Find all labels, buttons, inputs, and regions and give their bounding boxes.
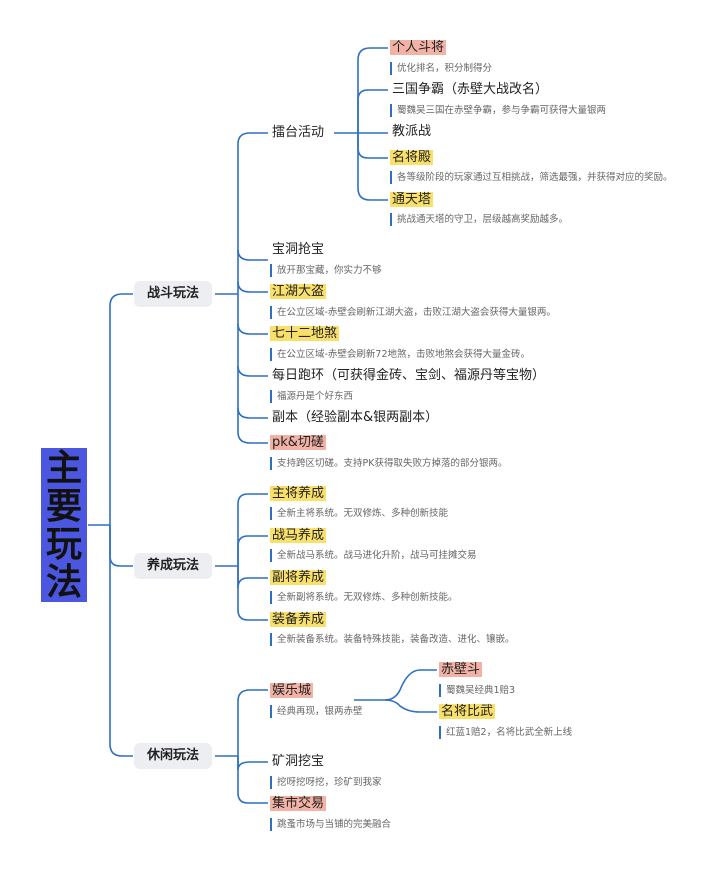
note-general-contest: 红蓝1赔2，名将比武全新上线 [439,726,572,739]
note-mine: 挖呀挖呀挖，珍矿到我家 [270,776,382,789]
root-char-4: 法 [45,561,82,603]
line-root-leisure [109,525,133,757]
note-market: 跳蚤市场与当铺的完美融合 [270,818,391,831]
node-bandit: 江湖大盗 [270,284,327,299]
node-mine: 矿洞挖宝 [272,754,325,769]
node-horse: 战马养成 [270,528,327,543]
root-char-2: 要 [45,485,82,527]
line-arena-bottom [357,133,388,201]
node-daily: 每日跑环（可获得金砖、宝剑、福源丹等宝物） [272,368,546,383]
node-treasure: 宝洞抢宝 [272,242,325,257]
node-general-contest: 名将比武 [439,704,496,719]
note-treasure: 放开那宝藏，你实力不够 [270,264,382,277]
category-develop: 养成玩法 [134,553,212,579]
node-fiend: 七十二地煞 [270,326,340,341]
note-general: 全新主将系统。无双修炼、多种创新技能 [270,507,448,520]
note-chibi-duel: 蜀魏吴经典1赔3 [439,684,515,697]
line-root-develop [109,525,133,567]
note-fiend: 在公立区域-赤壁会刷新72地煞，击败地煞会获得大量金砖。 [270,348,530,361]
note-horse: 全新战马系统。战马进化升阶，战马可挂摊交易 [270,549,477,562]
node-hall-of-fame: 名将殿 [390,150,434,165]
root-char-3: 玩 [45,523,82,565]
line-root-battle [109,293,133,525]
node-arena: 擂台活动 [272,125,325,140]
note-daily: 福源丹是个好东西 [270,390,353,403]
note-bandit: 在公立区域-赤壁会刷新江湖大盗，击败江湖大盗会获得大量银两。 [270,306,556,319]
root-char-1: 主 [45,447,82,489]
note-casino: 经典再现，银两赤壁 [270,705,363,718]
node-market: 集市交易 [270,796,327,811]
node-chibi-duel: 赤壁斗 [439,662,483,677]
note-equip: 全新装备系统。装备特殊技能，装备改造、进化、镶嵌。 [270,633,515,646]
note-sky-tower: 挑战通天塔的守卫，层级越高奖励越多。 [390,213,568,226]
node-equip: 装备养成 [270,612,327,627]
line-battle-pk [237,294,268,444]
node-vice: 副将养成 [270,570,327,585]
category-battle: 战斗玩法 [134,281,212,307]
node-casino: 娱乐城 [270,683,314,698]
node-personal-duel: 个人斗将 [390,40,447,55]
node-pk: pk&切磋 [270,435,326,450]
category-leisure: 休闲玩法 [134,743,212,769]
node-dungeon: 副本（经验副本&银两副本） [272,410,439,425]
note-pk: 支持跨区切磋。支持PK获得取失败方掉落的部分银两。 [270,457,507,470]
node-sky-tower: 通天塔 [390,192,434,207]
note-three-kingdoms: 蜀魏吴三国在赤壁争霸，参与争霸可获得大量银两 [390,104,606,117]
node-general: 主将养成 [270,486,327,501]
note-personal-duel: 优化排名，积分制得分 [390,62,492,75]
note-vice: 全新副将系统。无双修炼、多种创新技能。 [270,591,458,604]
node-sect-war: 教派战 [392,124,432,139]
line-battle-arena [237,132,268,294]
note-hall-of-fame: 各等级阶段的玩家通过互相挑战，筛选最强，并获得对应的奖励。 [390,171,673,184]
line-arena-top [357,47,388,133]
node-three-kingdoms: 三国争霸（赤壁大战改名） [392,82,549,97]
root-title: 主 要 玩 法 [41,448,87,602]
